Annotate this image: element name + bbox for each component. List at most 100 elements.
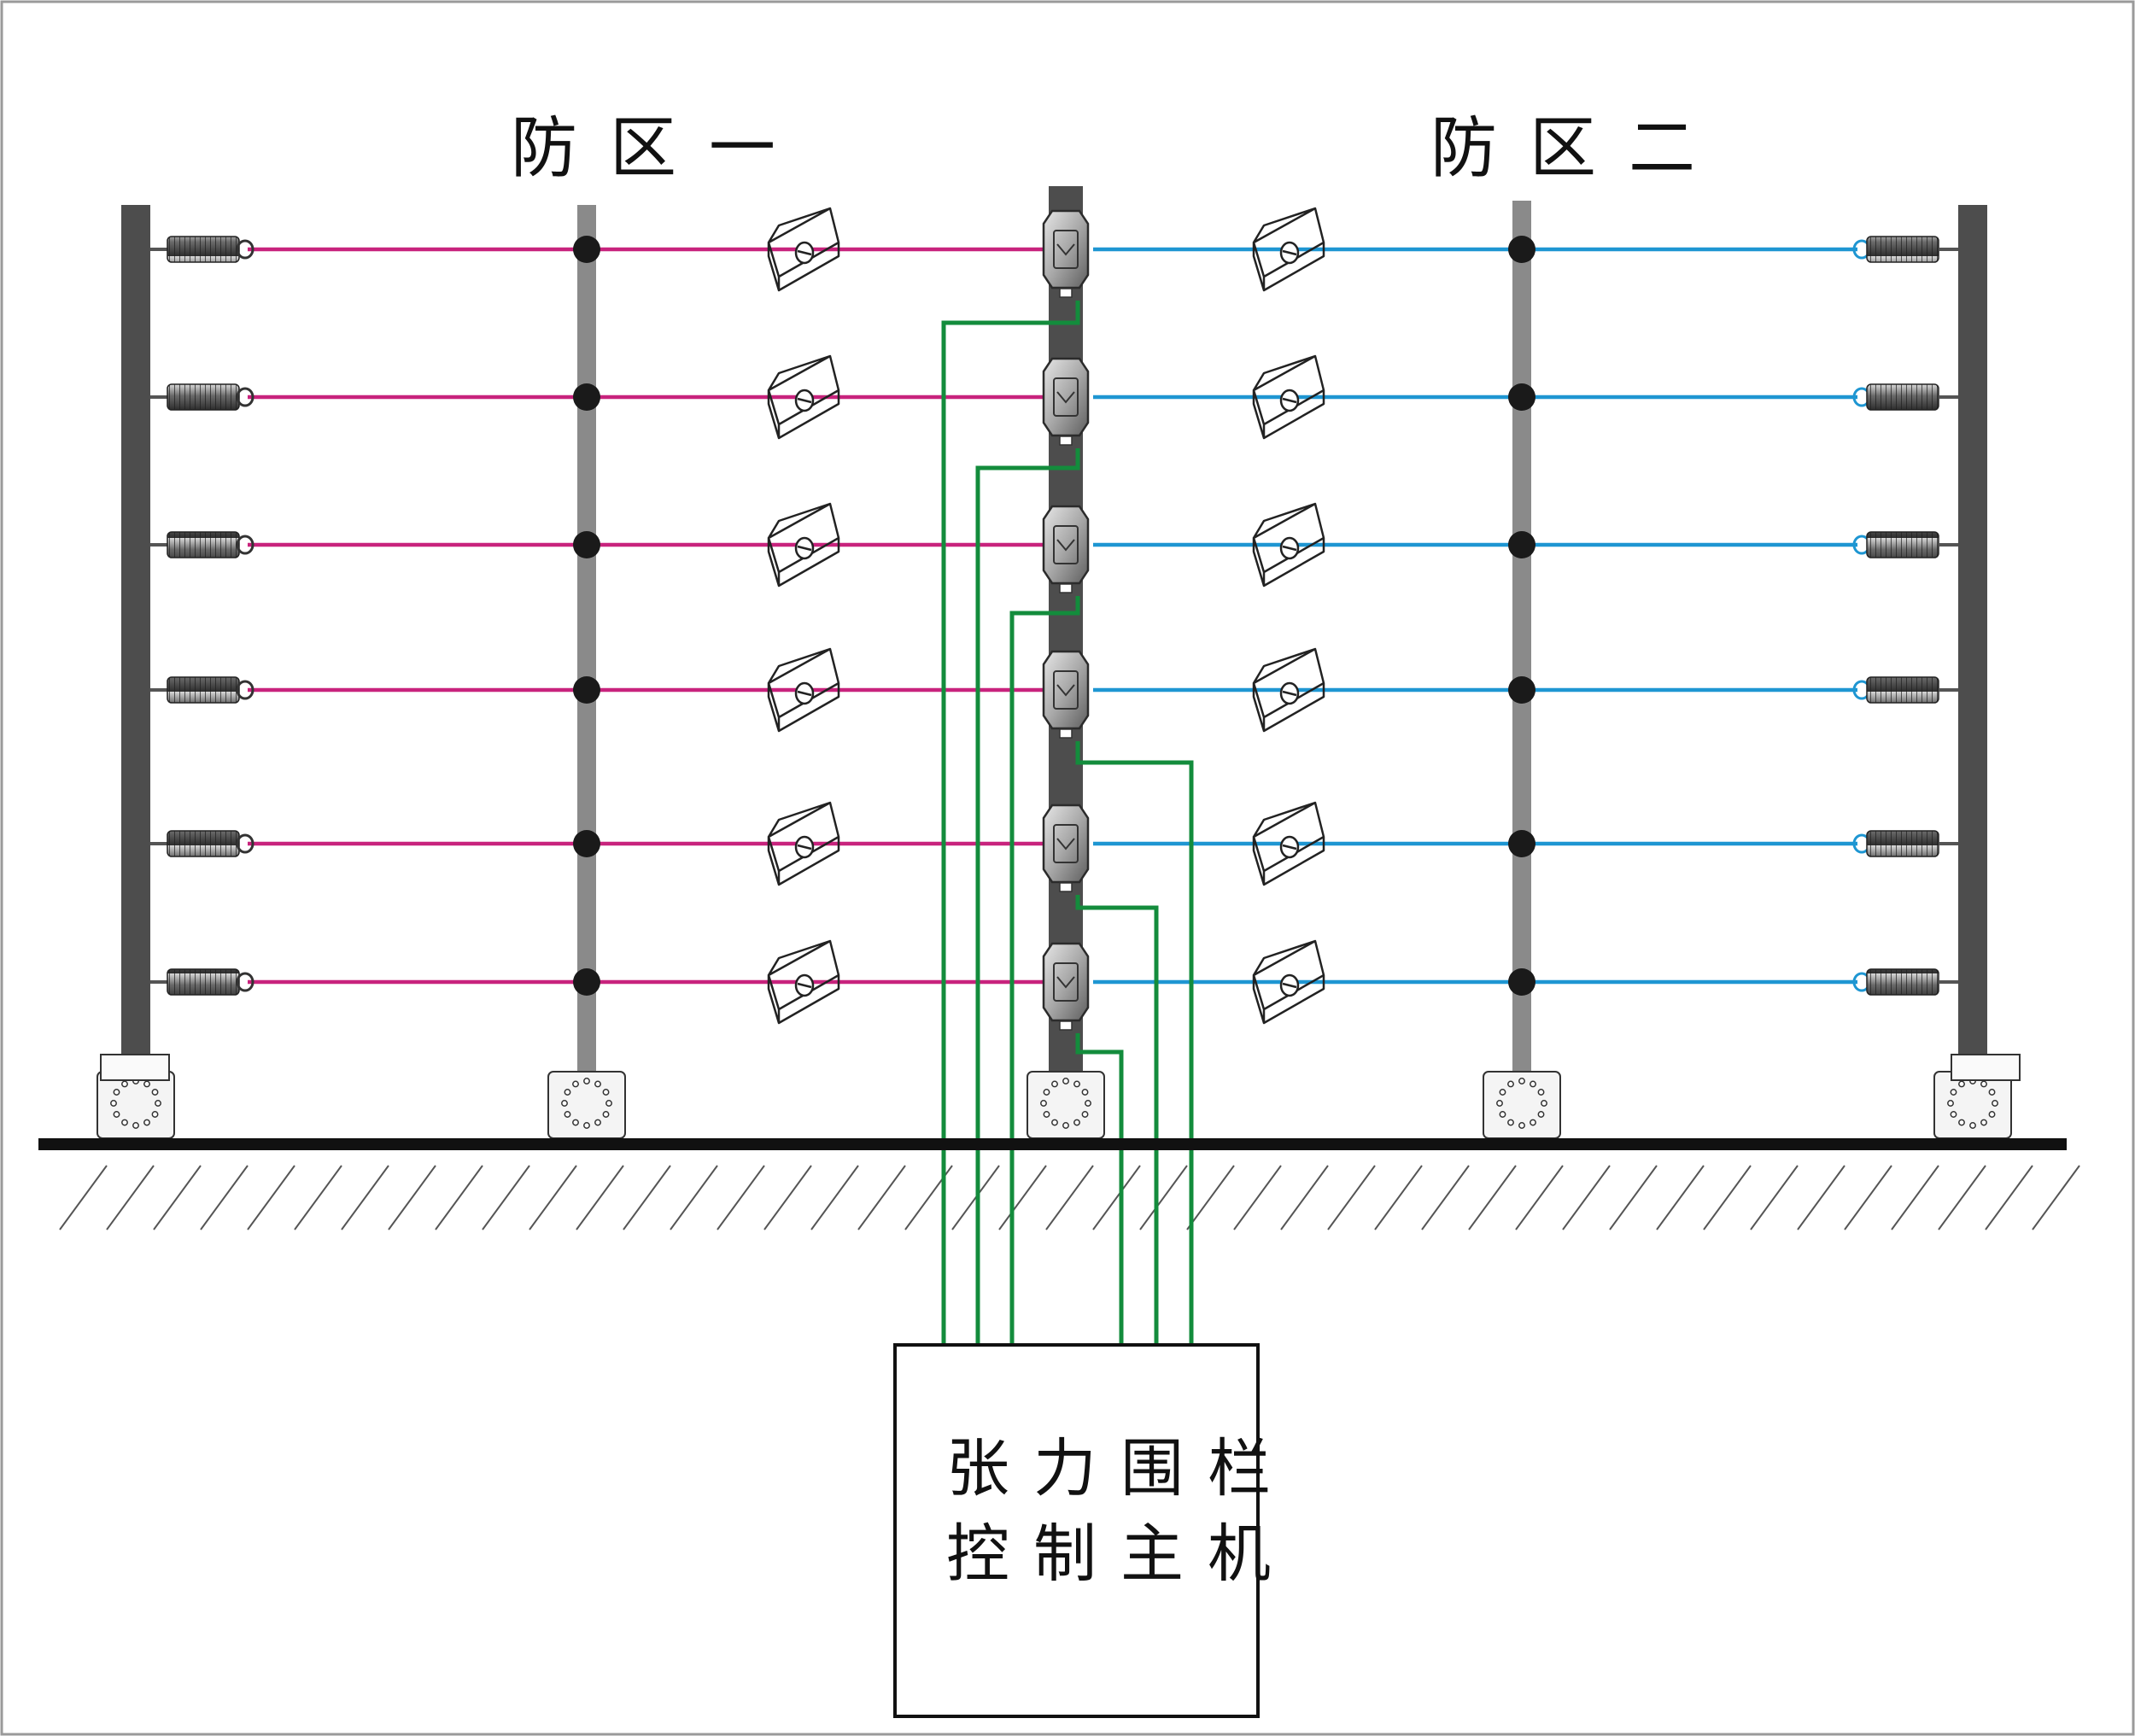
sensor-mark — [1056, 838, 1075, 850]
signal-cable-4 — [1075, 741, 1194, 1345]
hatch-line — [2032, 1165, 2080, 1230]
bolt-hole — [1537, 1089, 1545, 1096]
sensor-body — [1042, 650, 1090, 730]
wire-clamp-icon — [767, 207, 840, 292]
wire-clamp-icon — [1252, 939, 1325, 1025]
bolt-hole — [1992, 1100, 1998, 1107]
bolt-hole — [1537, 1111, 1545, 1118]
bolt-hole — [1499, 1089, 1506, 1096]
bolt-hole — [1496, 1100, 1503, 1107]
sensor-mark — [1056, 684, 1075, 697]
hatch-line — [1045, 1165, 1094, 1230]
spring-tensioner-icon — [1852, 830, 1958, 857]
bolt-hole — [1073, 1119, 1080, 1126]
spring-coil — [167, 531, 240, 558]
clamp-outline — [767, 801, 840, 886]
spring-eye — [236, 387, 254, 407]
bolt-hole — [1051, 1080, 1058, 1088]
hatch-line — [1891, 1165, 1939, 1230]
bolt-hole — [1980, 1119, 1987, 1126]
sensor-body — [1042, 942, 1090, 1022]
spring-coil — [1866, 968, 1939, 996]
base-bracket-right — [1951, 1054, 2021, 1081]
bolt-hole — [1081, 1111, 1089, 1118]
mid-post-zone2 — [1512, 201, 1531, 1089]
hatch-line — [763, 1165, 812, 1230]
clamp-bolt-slot — [797, 249, 812, 256]
sensor-panel — [1053, 525, 1079, 564]
wire-clamp-icon — [1252, 647, 1325, 733]
hatch-line — [200, 1165, 249, 1230]
spring-eye — [236, 535, 254, 555]
spring-tensioner-icon — [150, 968, 254, 996]
spring-coil — [1866, 236, 1939, 263]
sensor-connector — [1059, 882, 1073, 892]
wire-clip-zone2-1 — [1508, 236, 1535, 263]
bolt-hole — [1073, 1080, 1080, 1088]
clamp-outline — [767, 207, 840, 292]
bolt-hole — [1969, 1122, 1976, 1129]
clamp-outline — [767, 647, 840, 733]
wire-clamp-icon — [767, 502, 840, 587]
sensor-connector — [1059, 728, 1073, 739]
bolt-hole — [113, 1111, 120, 1118]
tension-sensor-icon — [1042, 942, 1090, 1031]
bolt-hole — [1958, 1080, 1965, 1088]
clamp-outline — [1252, 354, 1325, 440]
hatch-line — [1092, 1165, 1141, 1230]
bolt-hole — [1530, 1119, 1536, 1126]
sensor-body — [1042, 209, 1090, 289]
spring-eye — [236, 239, 254, 260]
hatch-line — [1515, 1165, 1564, 1230]
end-post-right — [1958, 205, 1987, 1076]
spring-tensioner-icon — [1852, 236, 1958, 263]
tension-sensor-icon — [1042, 209, 1090, 298]
bolt-hole — [1043, 1089, 1050, 1096]
sensor-connector — [1059, 435, 1073, 446]
spring-coil — [1866, 383, 1939, 411]
signal-cables — [941, 301, 1194, 1345]
bolt-hole — [1988, 1111, 1996, 1118]
bolt-hole — [583, 1122, 590, 1129]
clamp-bolt-slot — [1282, 844, 1297, 850]
bolt-hole — [1062, 1078, 1069, 1084]
hatch-line — [1280, 1165, 1329, 1230]
sensor-body — [1042, 357, 1090, 437]
sensor-mark — [1056, 391, 1075, 404]
wire-clip-zone1-2 — [573, 383, 600, 411]
bolt-hole — [155, 1100, 161, 1107]
hatch-line — [1938, 1165, 1986, 1230]
post-base-icon-4 — [1483, 1071, 1561, 1139]
hatch-line — [1750, 1165, 1799, 1230]
hatch-line — [1656, 1165, 1705, 1230]
controller-label-line1: 张力围栏 — [946, 1432, 1295, 1505]
hatch-line — [810, 1165, 859, 1230]
wire-clip-zone2-5 — [1508, 830, 1535, 857]
wire-clamp-icon — [1252, 801, 1325, 886]
bolt-hole — [143, 1080, 150, 1088]
hatch-line — [1374, 1165, 1423, 1230]
bolt-hole — [121, 1080, 128, 1088]
hatch-line — [623, 1165, 671, 1230]
clamp-bolt-slot — [1282, 249, 1297, 256]
spring-coil — [167, 830, 240, 857]
hatch-line — [341, 1165, 389, 1230]
hatch-line — [1421, 1165, 1470, 1230]
bolt-hole — [1518, 1122, 1525, 1129]
sensor-connector — [1059, 583, 1073, 593]
clamp-bolt-slot — [797, 545, 812, 552]
tension-sensor-icon — [1042, 505, 1090, 593]
spring-tensioner-icon — [1852, 531, 1958, 558]
bolt-hole — [561, 1100, 568, 1107]
bolt-hole — [1950, 1111, 1957, 1118]
bolt-hole — [1507, 1119, 1514, 1126]
clamp-outline — [1252, 502, 1325, 587]
bolt-hole — [572, 1080, 579, 1088]
spring-eye — [236, 972, 254, 992]
wire-clip-zone1-1 — [573, 236, 600, 263]
wire-clamp-icon — [767, 801, 840, 886]
bolt-hole — [605, 1100, 612, 1107]
hatch-line — [388, 1165, 436, 1230]
